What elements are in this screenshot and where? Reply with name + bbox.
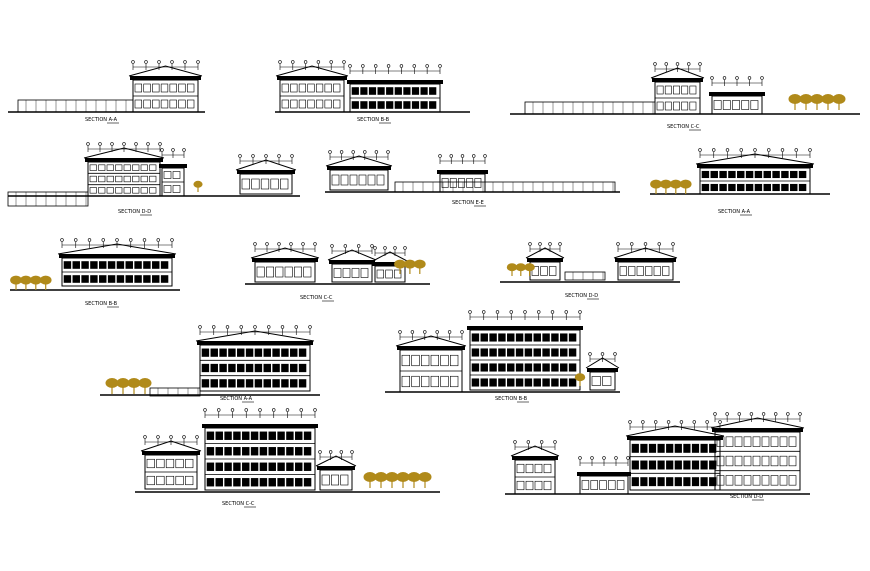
section-e-e-elevation: SECTION E-E: [325, 150, 620, 207]
section-label: SECTION A-A: [220, 396, 253, 402]
section-d-d-elevation-2: SECTION D-D: [500, 242, 680, 300]
section-label: SECTION B-B: [495, 396, 528, 402]
section-label: SECTION C-C: [667, 124, 700, 130]
section-label: SECTION C-C: [300, 295, 333, 301]
section-label: SECTION B-B: [357, 117, 390, 123]
section-label: SECTION A-A: [85, 117, 118, 123]
section-label: SECTION B-B: [85, 301, 118, 307]
section-label: SECTION D-D: [118, 209, 151, 215]
section-b-b-elevation: SECTION B-B: [275, 60, 470, 124]
section-b-b-elevation-3: SECTION B-B: [385, 310, 620, 403]
section-c-c-elevation-2: SECTION C-C: [245, 242, 430, 302]
section-a-a-elevation-3: SECTION A-A: [100, 325, 320, 403]
section-a-a-elevation: SECTION A-A: [8, 60, 205, 124]
section-label: SECTION C-C: [222, 501, 255, 507]
section-label: SECTION A-A: [718, 209, 751, 215]
section-d-d-elevation-3: SECTION D-D: [505, 412, 810, 501]
section-d-d-elevation: SECTION D-D: [7, 142, 300, 216]
section-b-b-elevation-2: SECTION B-B: [10, 238, 180, 308]
section-label: SECTION D-D: [730, 494, 763, 500]
elevation-drawings: SECTION A-A SECTION B-B SECTION C-C SECTION…: [7, 60, 860, 508]
section-c-c-elevation: SECTION C-C: [510, 62, 860, 131]
section-c-c-elevation-4: SECTION C-C: [135, 408, 440, 508]
section-a-a-elevation-2: SECTION A-A: [650, 148, 830, 216]
section-label: SECTION E-E: [452, 200, 484, 206]
section-label: SECTION D-D: [565, 293, 598, 299]
